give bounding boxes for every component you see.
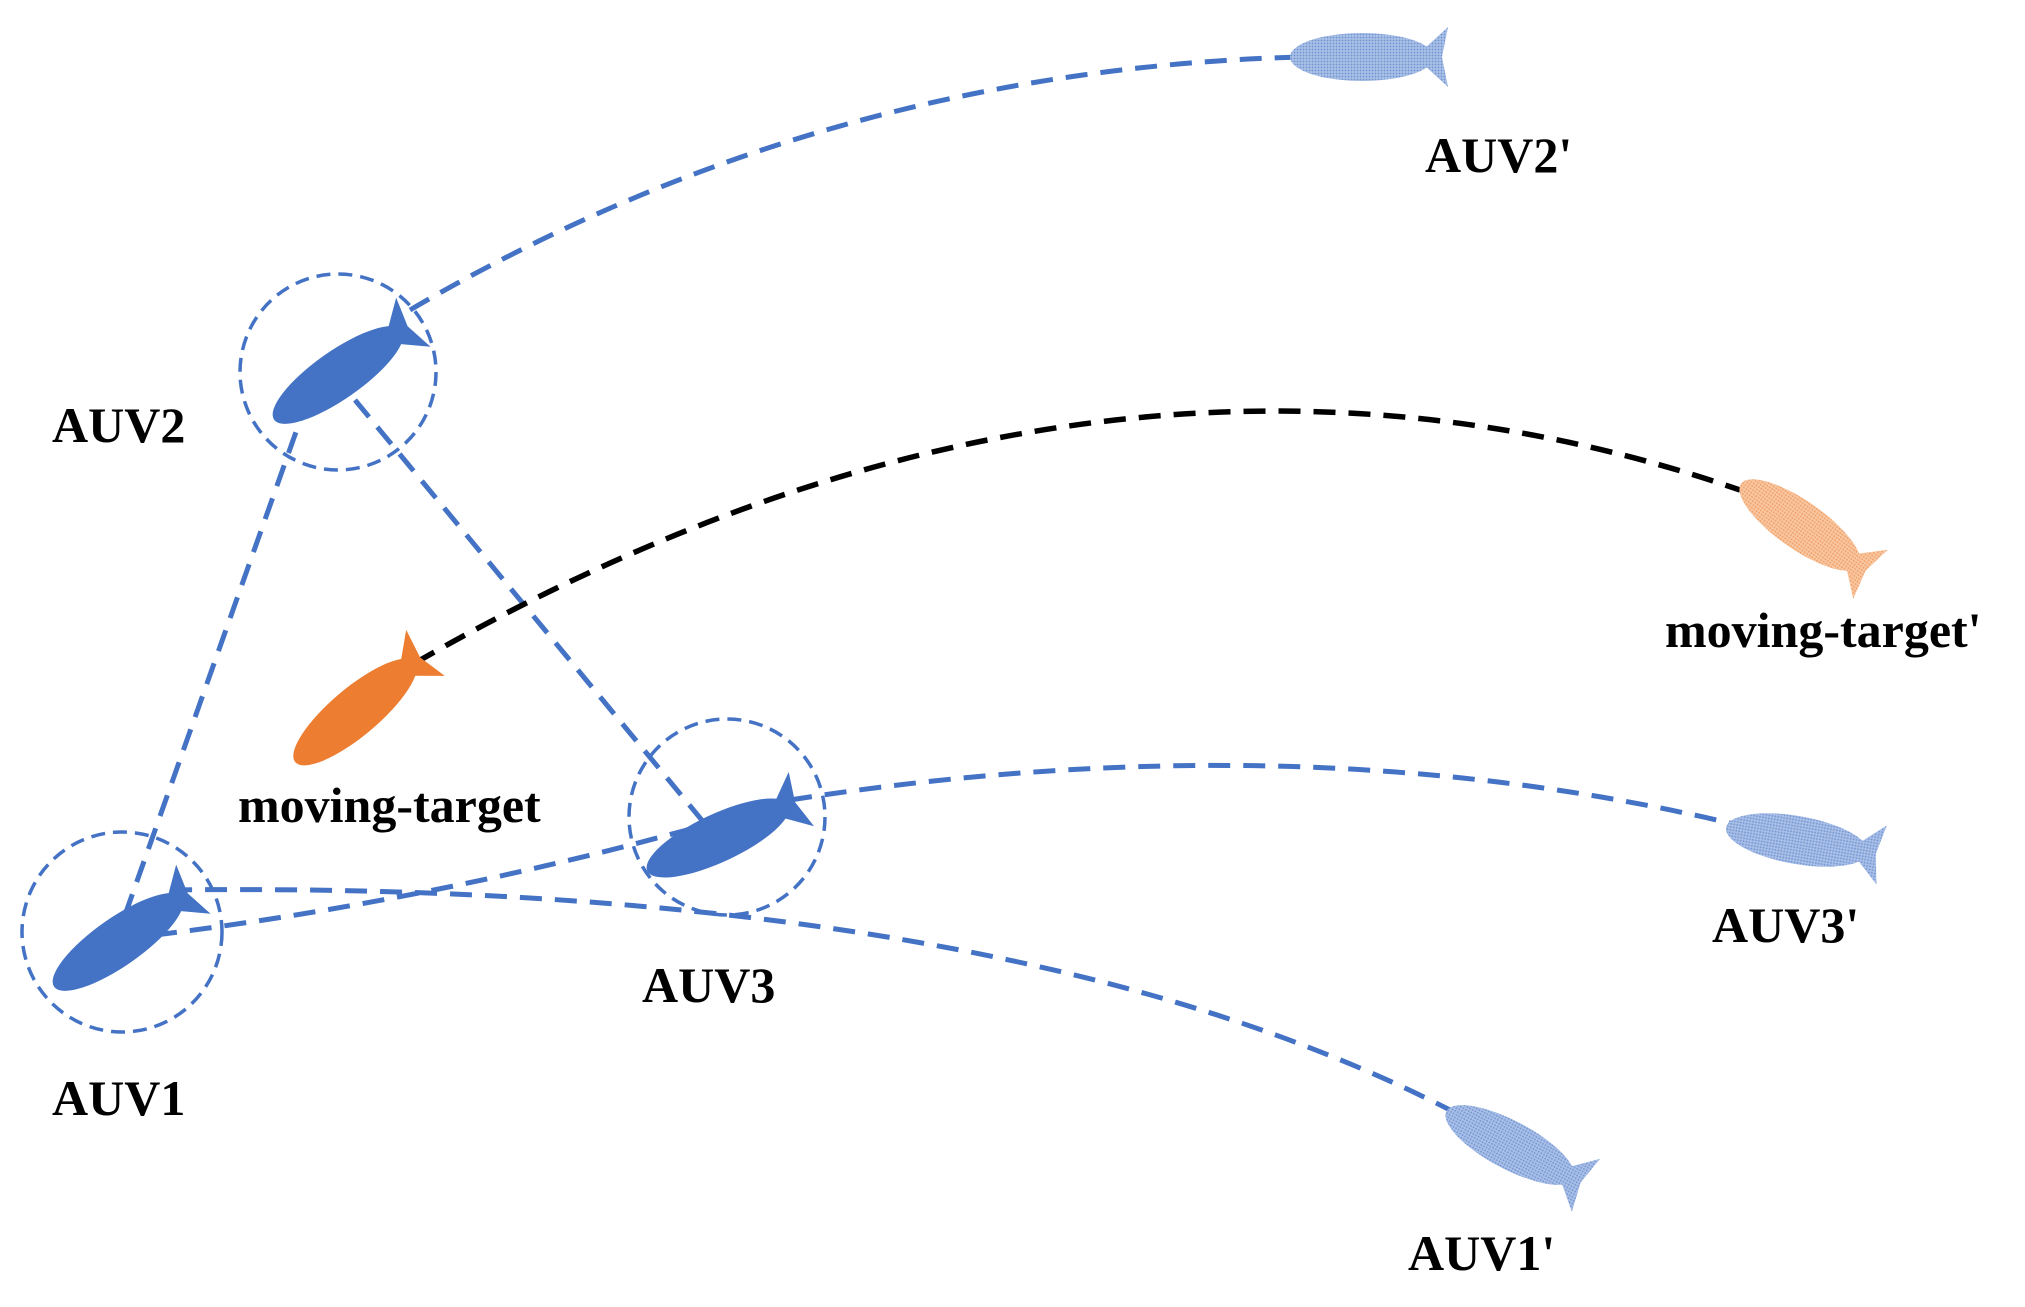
link-auv1-auv2 [122,414,305,916]
range-ring-auv3 [627,717,827,917]
range-ring-auv2 [238,272,438,472]
trajectory-auv1 [169,887,1452,1113]
auv3-future-icon [1725,813,1887,885]
label-auv3-future: AUV3' [1712,897,1859,953]
label-auv3: AUV3 [642,957,775,1013]
label-auv1: AUV1 [52,1070,185,1126]
trajectory-auv2 [408,54,1301,313]
trajectory-auv3 [789,762,1739,828]
label-moving-target-future: moving-target' [1665,602,1982,658]
range-ring-auv1 [20,830,224,1034]
link-auv2-auv3 [353,398,712,832]
formation-links [122,398,791,938]
range-rings [20,272,827,1034]
trajectory-target [413,408,1741,666]
label-auv2: AUV2 [52,397,185,453]
auv1-future-icon [1445,1105,1601,1212]
auv2-future-icon [1290,27,1448,87]
auv2-icon [272,297,431,424]
label-auv2-future: AUV2' [1425,127,1572,183]
moving-target-future-icon [1739,479,1888,599]
auv1-icon [52,864,211,991]
auv3-icon [646,771,815,878]
label-moving-target: moving-target [238,777,541,833]
trajectories [169,54,1741,1113]
label-auv1-future: AUV1' [1408,1225,1555,1281]
moving-target-icon [293,629,445,766]
link-auv1-auv3 [154,797,791,938]
